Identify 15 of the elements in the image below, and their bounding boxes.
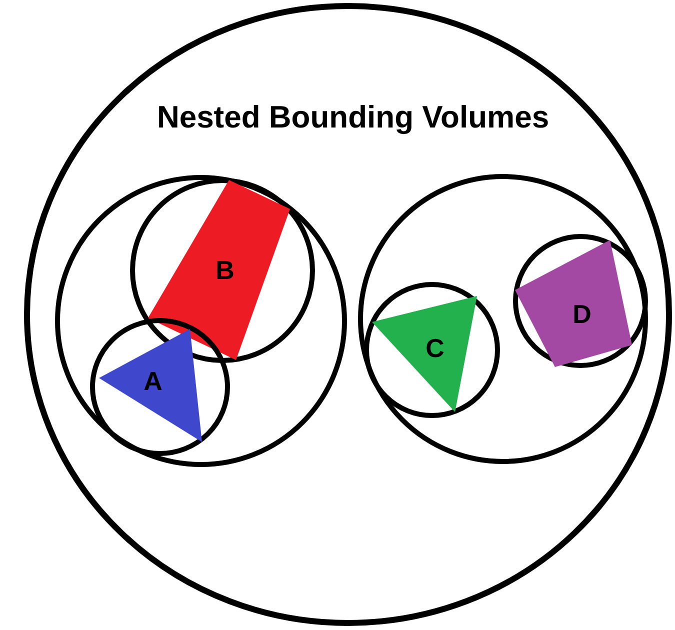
- bounding-circle: [513, 234, 648, 368]
- shape-label: D: [572, 301, 592, 327]
- diagram-title: Nested Bounding Volumes: [156, 102, 550, 132]
- bounding-circle: [130, 178, 315, 363]
- bounding-circle: [358, 174, 648, 464]
- bounding-circle: [90, 318, 230, 456]
- quadrilateral-shape: [515, 240, 632, 367]
- bounding-circle: [364, 282, 500, 418]
- shape-label: A: [144, 368, 162, 394]
- triangle-shape: [99, 329, 202, 442]
- shape-label: B: [216, 257, 234, 283]
- bounding-circle: [24, 3, 672, 626]
- bounding-circle: [55, 175, 347, 467]
- shape-label: C: [426, 335, 444, 361]
- triangle-shape: [372, 296, 477, 412]
